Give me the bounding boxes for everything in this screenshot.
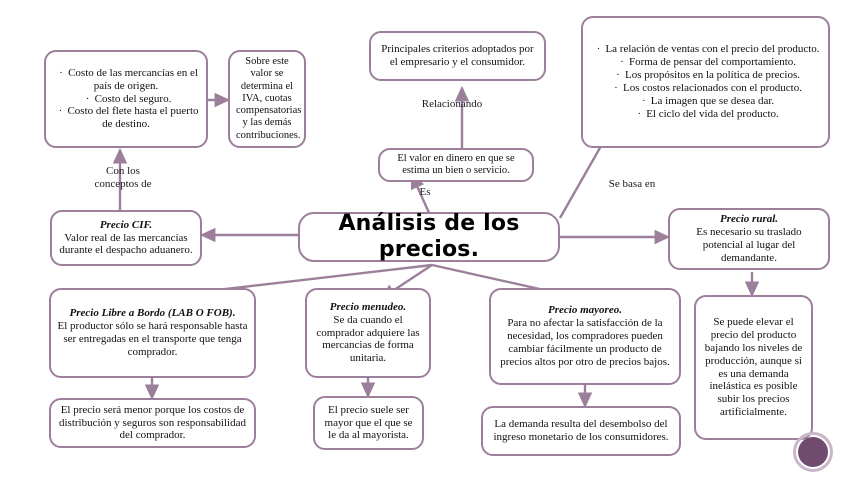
node-precio-rural-title: Precio rural. bbox=[719, 213, 779, 226]
connector-label-se-basa-en: Se basa en bbox=[608, 178, 656, 190]
node-mayoreo-detalle[interactable]: La demanda resulta del desembolso del in… bbox=[481, 406, 681, 456]
central-node-label: Análisis de los precios. bbox=[338, 211, 520, 262]
node-precio-lab-fob-title: Precio Libre a Bordo (LAB O FOB). bbox=[69, 307, 236, 320]
node-precio-cif-text: Valor real de las mercancías durante el … bbox=[59, 231, 193, 257]
node-lab-fob-detalle[interactable]: El precio será menor porque los costos d… bbox=[49, 398, 256, 448]
connector-label-relacionando: Relacionando bbox=[421, 98, 483, 110]
node-rural-detalle[interactable]: Se puede elevar el precio del producto b… bbox=[694, 295, 813, 440]
connector-label-es: Es bbox=[419, 186, 431, 198]
bullet-item: ·La imagen que se desea dar. bbox=[641, 94, 775, 107]
node-mayoreo-detalle-text: La demanda resulta del desembolso del in… bbox=[493, 418, 669, 443]
node-criterios[interactable]: Principales criterios adoptados por el e… bbox=[369, 31, 546, 81]
node-precio-menudeo[interactable]: Precio menudeo. Se da cuando el comprado… bbox=[305, 288, 431, 378]
bullet-item: ·El ciclo del vida del producto. bbox=[637, 107, 779, 120]
node-precio-lab-fob-text: El productor sólo se hará responsable ha… bbox=[57, 320, 248, 358]
node-precio-rural[interactable]: Precio rural. Es necesario su traslado p… bbox=[668, 208, 830, 270]
bullet-item: ·Costo del flete hasta el puerto de dest… bbox=[58, 105, 199, 131]
node-precio-mayoreo-text: Para no afectar la satisfacción de la ne… bbox=[500, 317, 670, 368]
node-precio-cif-title: Precio CIF. bbox=[99, 218, 153, 231]
node-precio-lab-fob[interactable]: Precio Libre a Bordo (LAB O FOB). El pro… bbox=[49, 288, 256, 378]
stamp-core bbox=[798, 437, 828, 467]
bullet-item: ·Costo del seguro. bbox=[85, 92, 172, 105]
bullet-item: ·Costo de las mercancías en el país de o… bbox=[59, 66, 198, 92]
node-menudeo-detalle[interactable]: El precio suele ser mayor que el que se … bbox=[313, 396, 424, 450]
node-criterios-text: Principales criterios adoptados por el e… bbox=[381, 43, 534, 68]
node-precio-rural-text: Es necesario su traslado potencial al lu… bbox=[696, 226, 802, 264]
node-precio-menudeo-title: Precio menudeo. bbox=[329, 300, 407, 313]
node-rural-detalle-text: Se puede elevar el precio del producto b… bbox=[704, 316, 803, 419]
bullet-item: ·Los costos relacionados con el producto… bbox=[614, 82, 802, 94]
bullet-item: ·Los propósitos en la política de precio… bbox=[616, 69, 801, 82]
bullet-item: ·La relación de ventas con el precio del… bbox=[596, 43, 820, 56]
node-valor-dinero-text: El valor en dinero en que se estima un b… bbox=[397, 152, 515, 176]
node-lab-fob-detalle-text: El precio será menor porque los costos d… bbox=[59, 403, 246, 442]
decorative-stamp bbox=[793, 432, 833, 472]
node-precio-mayoreo-title: Precio mayoreo. bbox=[548, 304, 622, 317]
node-bases[interactable]: ·La relación de ventas con el precio del… bbox=[581, 16, 830, 148]
node-iva[interactable]: Sobre este valor se determina el IVA, cu… bbox=[228, 50, 306, 148]
bullet-item: ·Forma de pensar del comportamiento. bbox=[620, 56, 797, 69]
node-iva-text: Sobre este valor se determina el IVA, cu… bbox=[236, 56, 302, 141]
stamp-ring bbox=[793, 432, 833, 472]
node-precio-menudeo-text: Se da cuando el comprador adquiere las m… bbox=[316, 313, 420, 365]
node-valor-dinero[interactable]: El valor en dinero en que se estima un b… bbox=[378, 148, 534, 182]
node-precio-cif[interactable]: Precio CIF. Valor real de las mercancías… bbox=[50, 210, 202, 266]
node-precio-mayoreo[interactable]: Precio mayoreo. Para no afectar la satis… bbox=[489, 288, 681, 385]
central-node[interactable]: Análisis de los precios. bbox=[298, 211, 560, 262]
node-cif-components[interactable]: ·Costo de las mercancías en el país de o… bbox=[44, 50, 208, 148]
node-menudeo-detalle-text: El precio suele ser mayor que el que se … bbox=[324, 403, 413, 442]
